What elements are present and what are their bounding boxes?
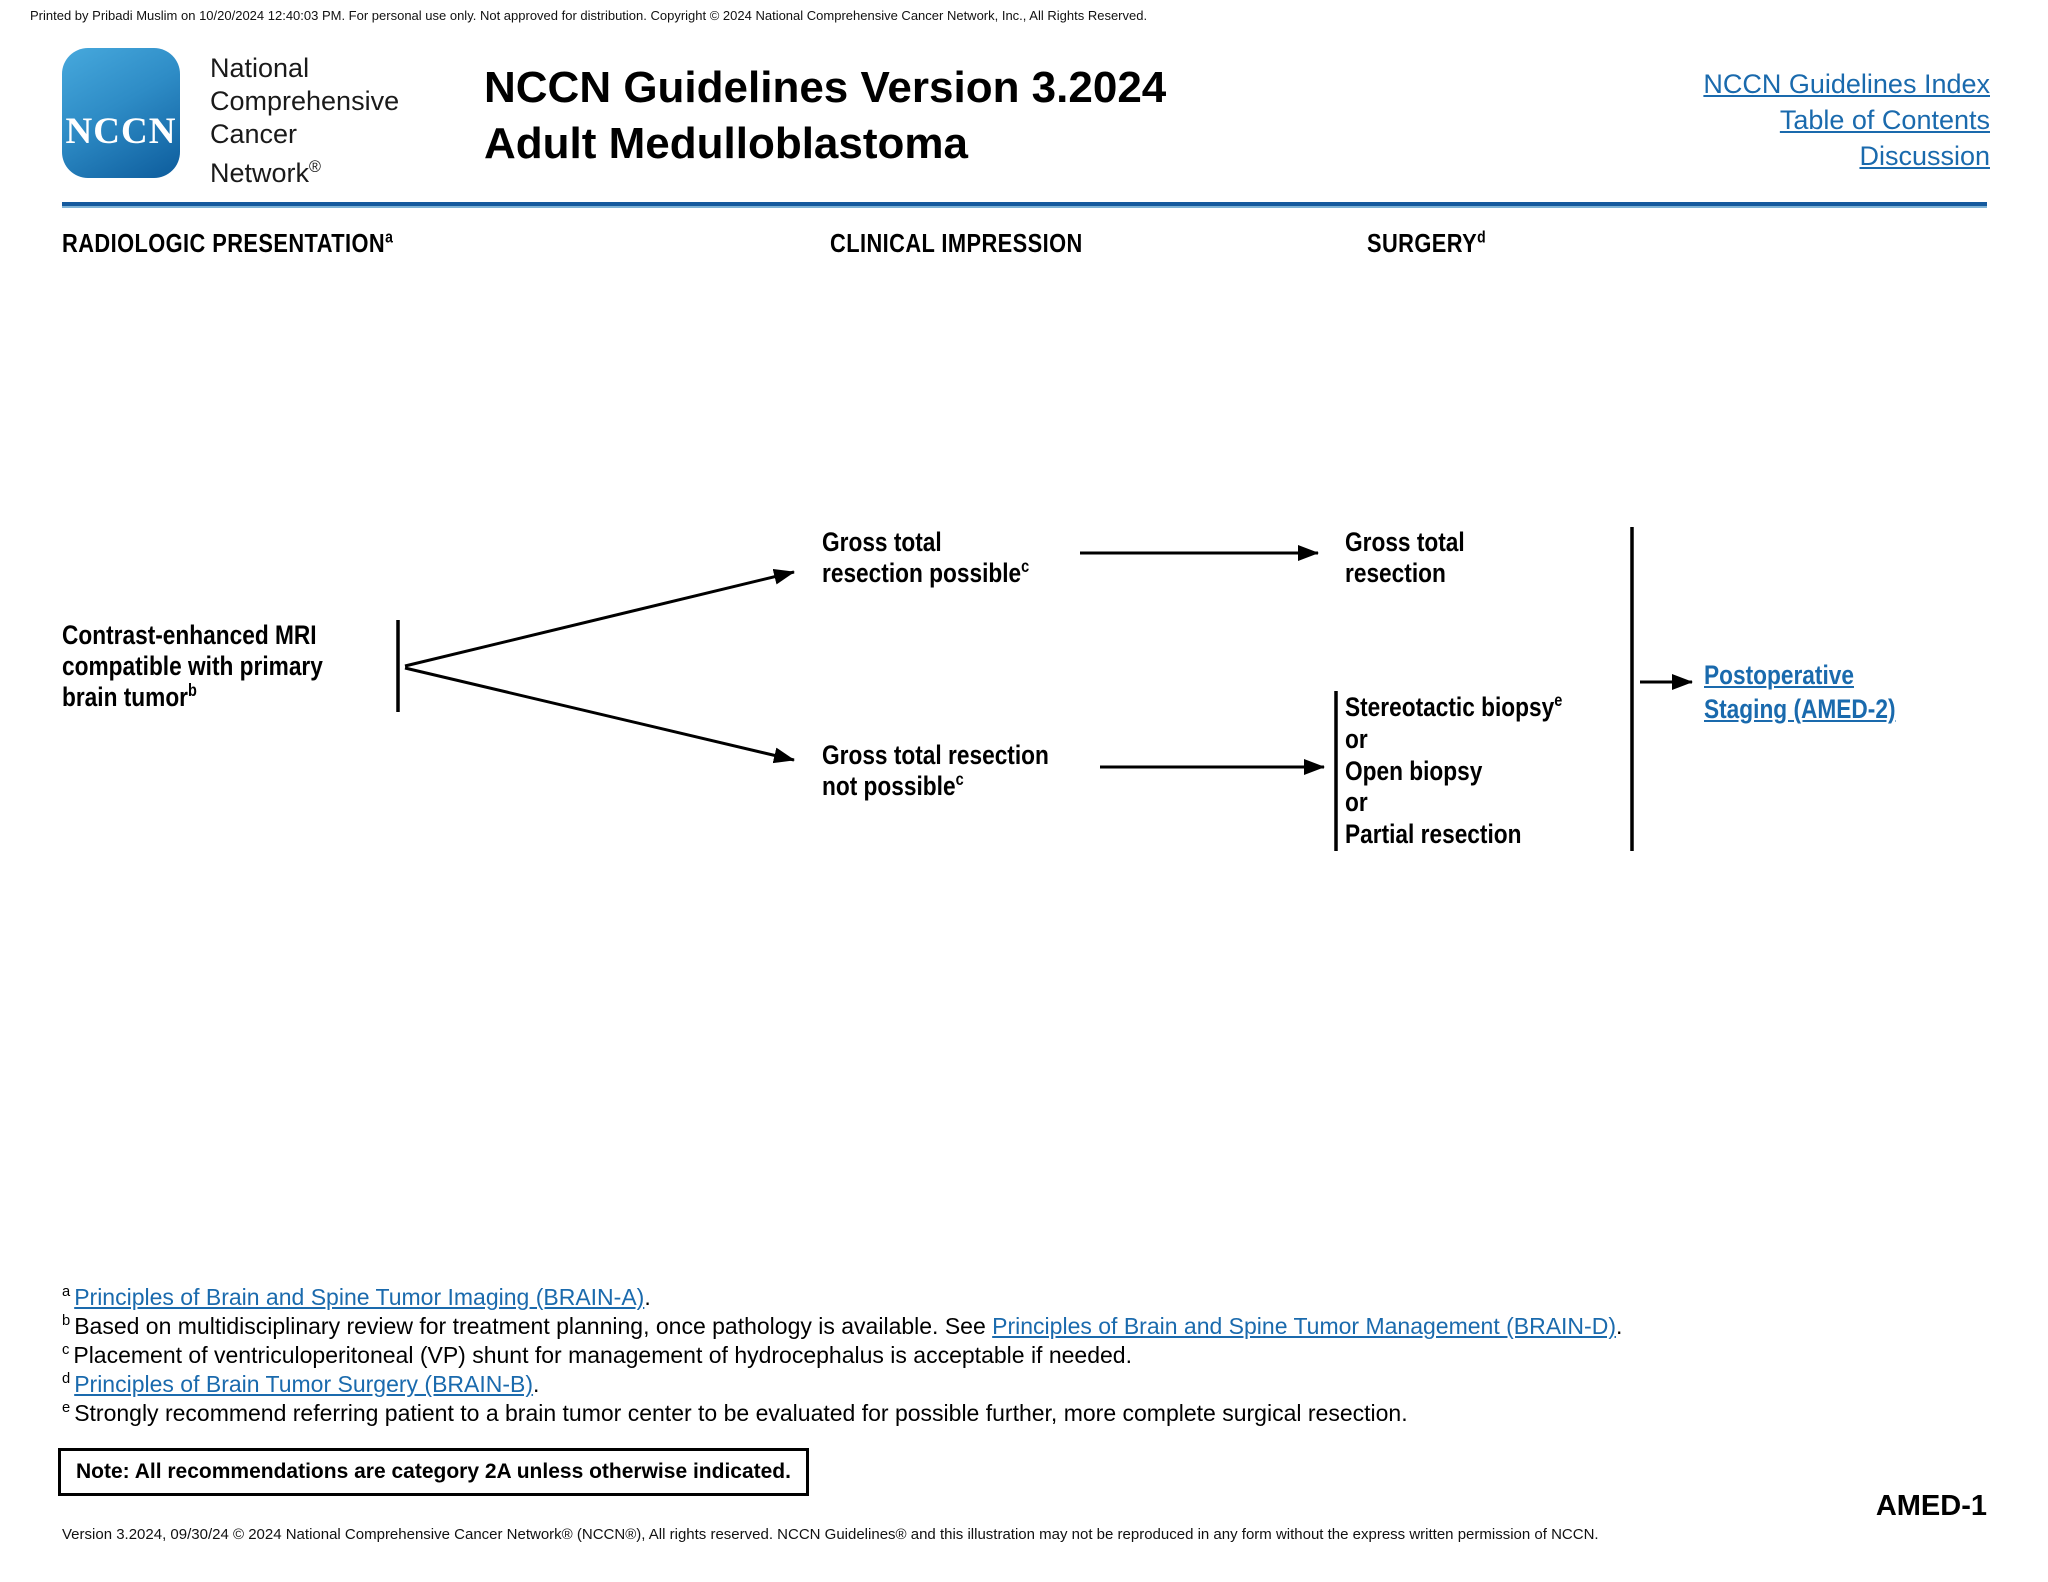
surgery-option-or: or [1345, 723, 1368, 754]
category-note-box: Note: All recommendations are category 2… [58, 1448, 809, 1496]
page-number: AMED-1 [1875, 1490, 1987, 1522]
registered-mark: ® [309, 158, 321, 176]
footnote-ref-d: d [1477, 227, 1487, 247]
wordmark-line: Cancer [210, 119, 298, 149]
surgery-option-stereotactic-biopsy: Stereotactic biopsye [1345, 690, 1563, 722]
footnote-ref-c: c [955, 769, 964, 789]
nccn-logo-abbr: NCCN [65, 111, 177, 152]
footnote-a-link[interactable]: Principles of Brain and Spine Tumor Imag… [74, 1284, 645, 1310]
flow-node-surgery-options: Stereotactic biopsye or Open biopsy or P… [1345, 690, 1563, 851]
guidelines-index-link[interactable]: NCCN Guidelines Index [1703, 69, 1990, 99]
flow-node-mri: Contrast-enhanced MRI compatible with pr… [62, 620, 323, 712]
header-divider [62, 202, 1987, 208]
page-title: NCCN Guidelines Version 3.2024 Adult Med… [484, 60, 1166, 172]
column-header-surgery: SURGERYd [1367, 227, 1487, 258]
nccn-logo: NCCN [62, 48, 180, 178]
nccn-logo-wordmark: National Comprehensive Cancer Network® [210, 52, 399, 190]
category-note-text: Note: All recommendations are category 2… [76, 1460, 791, 1483]
flow-node-gtr-not-possible: Gross total resection not possiblec [822, 740, 1049, 801]
page-title-line1: NCCN Guidelines Version 3.2024 [484, 63, 1167, 112]
wordmark-line: Comprehensive [210, 86, 400, 116]
header-nav: NCCN Guidelines Index Table of Contents … [1703, 66, 1990, 174]
page-title-line2: Adult Medulloblastoma [484, 119, 968, 168]
footnote-b-link[interactable]: Principles of Brain and Spine Tumor Mana… [992, 1313, 1616, 1339]
discussion-link[interactable]: Discussion [1859, 141, 1990, 171]
flow-node-gtr-possible: Gross total resection possiblec [822, 527, 1030, 588]
postoperative-staging-link[interactable]: Postoperative Staging (AMED-2) [1704, 660, 1896, 724]
column-header-radiologic-presentation: RADIOLOGIC PRESENTATIONa [62, 227, 394, 258]
footnote-ref-a: a [385, 227, 394, 247]
footer-version-text: Version 3.2024, 09/30/24 © 2024 National… [62, 1526, 1599, 1543]
footnote-ref-c: c [1021, 556, 1030, 576]
surgery-option-or: or [1345, 787, 1368, 818]
flow-node-gross-total-resection: Gross total resection [1345, 527, 1465, 588]
footnote-d-link[interactable]: Principles of Brain Tumor Surgery (BRAIN… [74, 1371, 534, 1397]
surgery-option-partial-resection: Partial resection [1345, 819, 1522, 850]
table-of-contents-link[interactable]: Table of Contents [1779, 105, 1990, 135]
surgery-option-open-biopsy: Open biopsy [1345, 755, 1483, 786]
wordmark-line: National [210, 53, 310, 83]
print-disclaimer: Printed by Pribadi Muslim on 10/20/2024 … [30, 8, 1148, 23]
column-header-clinical-impression: CLINICAL IMPRESSION [830, 228, 1083, 258]
footnote-ref-b: b [188, 680, 197, 700]
footnote-ref-e: e [1554, 690, 1563, 710]
wordmark-line: Network® [210, 158, 321, 188]
